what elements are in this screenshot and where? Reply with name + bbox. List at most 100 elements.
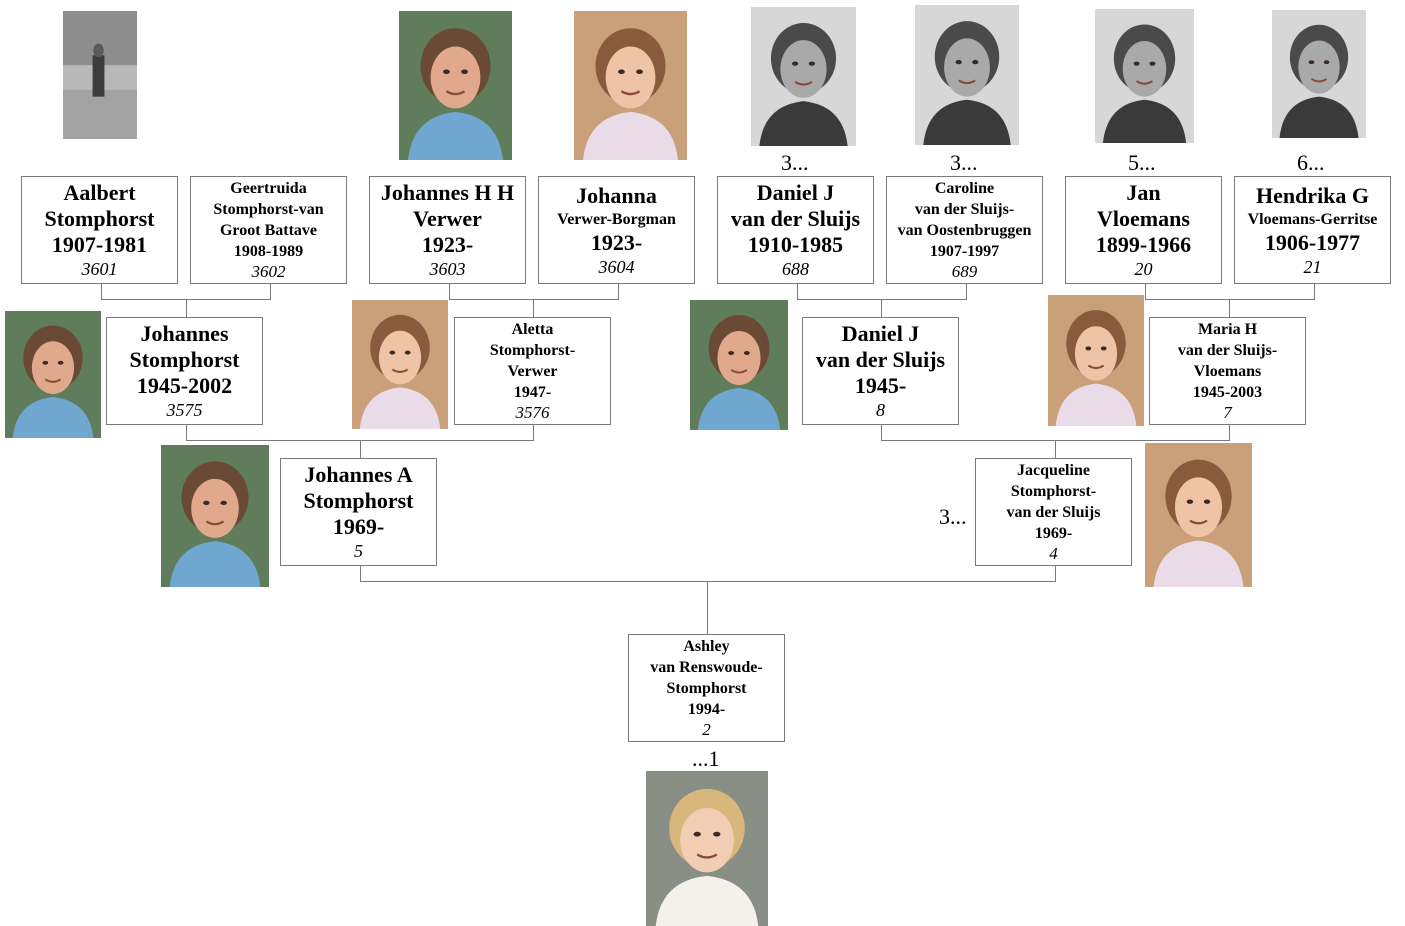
person-box-689[interactable]: Caroline van der Sluijs-van Oostenbruggen… (886, 176, 1043, 284)
person-number: 4 (1049, 544, 1058, 563)
person-number: 689 (951, 262, 978, 281)
connector-line (1055, 566, 1056, 582)
person-name-line: 1907-1997 (929, 243, 1000, 260)
person-given-name: Johannes A (304, 462, 413, 487)
portrait-photo[interactable] (161, 445, 269, 587)
person-name-line: Vloemans-Gerritse (1247, 210, 1378, 228)
person-number: 3576 (515, 403, 550, 422)
connector-line (881, 425, 882, 441)
portrait-photo[interactable] (1272, 10, 1366, 138)
more-ancestors-link[interactable]: 3... (950, 150, 978, 175)
person-given-name: Jan (1126, 180, 1161, 205)
person-name-line: 1923- (590, 229, 643, 255)
person-name-line: Stomphorst (303, 488, 414, 513)
more-ancestors-link[interactable]: ...1 (692, 746, 720, 771)
connector-line (1229, 299, 1230, 317)
portrait-photo[interactable] (1048, 295, 1144, 426)
person-name-line: Groot Battave (219, 222, 317, 239)
connector-line (360, 440, 361, 458)
more-ancestors-link[interactable]: 3... (939, 504, 967, 529)
person-name-line: Verwer-Borgman (557, 210, 676, 228)
person-number: 3575 (166, 400, 203, 420)
portrait-photo[interactable] (690, 300, 788, 430)
person-given-name: Maria H (1197, 321, 1258, 338)
person-given-name: Caroline (934, 180, 995, 197)
person-name-line: van Renswoude- (650, 659, 763, 676)
person-name-line: 1994- (687, 701, 726, 718)
person-name-line: 1908-1989 (233, 243, 304, 260)
portrait-photo[interactable] (5, 311, 101, 438)
person-name-line: Vloemans (1193, 363, 1262, 380)
portrait-photo[interactable] (399, 11, 512, 160)
more-ancestors-link[interactable]: 3... (781, 150, 809, 175)
person-number: 3602 (251, 262, 286, 281)
person-number: 21 (1303, 256, 1322, 277)
connector-line (881, 299, 882, 317)
person-number: 5 (354, 541, 363, 561)
portrait-photo[interactable] (63, 11, 137, 139)
portrait-photo[interactable] (1145, 443, 1252, 587)
person-name-line: 1899-1966 (1095, 232, 1192, 257)
person-given-name: Jacqueline (1017, 462, 1090, 479)
portrait-photo[interactable] (646, 771, 768, 926)
person-given-name: Johanna (576, 182, 657, 208)
more-ancestors-link[interactable]: 6... (1297, 150, 1325, 175)
person-given-name: Daniel J (841, 321, 920, 346)
connector-line (1229, 425, 1230, 441)
portrait-photo[interactable] (1095, 9, 1194, 143)
person-name-line: 1947- (513, 384, 552, 401)
more-ancestors-link[interactable]: 5... (1128, 150, 1156, 175)
connector-line (186, 425, 187, 441)
person-given-name: Daniel J (756, 180, 835, 205)
connector-line (533, 425, 534, 441)
person-name-line: van Oostenbruggen (897, 222, 1032, 239)
connector-line (360, 581, 1056, 582)
connector-line (449, 299, 619, 300)
person-number: 7 (1223, 403, 1232, 422)
person-number: 688 (782, 259, 809, 279)
connector-line (533, 299, 534, 317)
person-name-line: 1945-2003 (1192, 384, 1263, 401)
portrait-photo[interactable] (574, 11, 687, 160)
person-name-line: 1969- (1034, 525, 1073, 542)
connector-line (1145, 284, 1146, 300)
person-given-name: Johannes (140, 321, 229, 346)
portrait-photo[interactable] (352, 300, 448, 429)
person-name-line: Verwer (413, 206, 482, 231)
connector-line (1314, 284, 1315, 300)
person-given-name: Geertruida (230, 180, 307, 197)
connector-line (1145, 299, 1315, 300)
person-number: 8 (876, 400, 885, 420)
person-name-line: van der Sluijs (815, 347, 946, 372)
connector-line (270, 284, 271, 300)
person-number: 20 (1134, 259, 1153, 279)
person-name-line: Stomphorst- (1010, 483, 1097, 500)
person-name-line: Stomphorst-van (213, 201, 324, 218)
portrait-photo[interactable] (915, 5, 1019, 145)
person-number: 3604 (598, 256, 635, 277)
connector-line (186, 299, 187, 317)
person-name-line: Vloemans (1097, 206, 1190, 231)
connector-line (101, 284, 102, 300)
person-name-line: van der Sluijs- (914, 201, 1015, 218)
person-given-name: Ashley (683, 638, 730, 655)
connector-line (618, 284, 619, 300)
connector-line (797, 284, 798, 300)
portrait-photo[interactable] (751, 7, 856, 146)
connector-line (360, 566, 361, 582)
